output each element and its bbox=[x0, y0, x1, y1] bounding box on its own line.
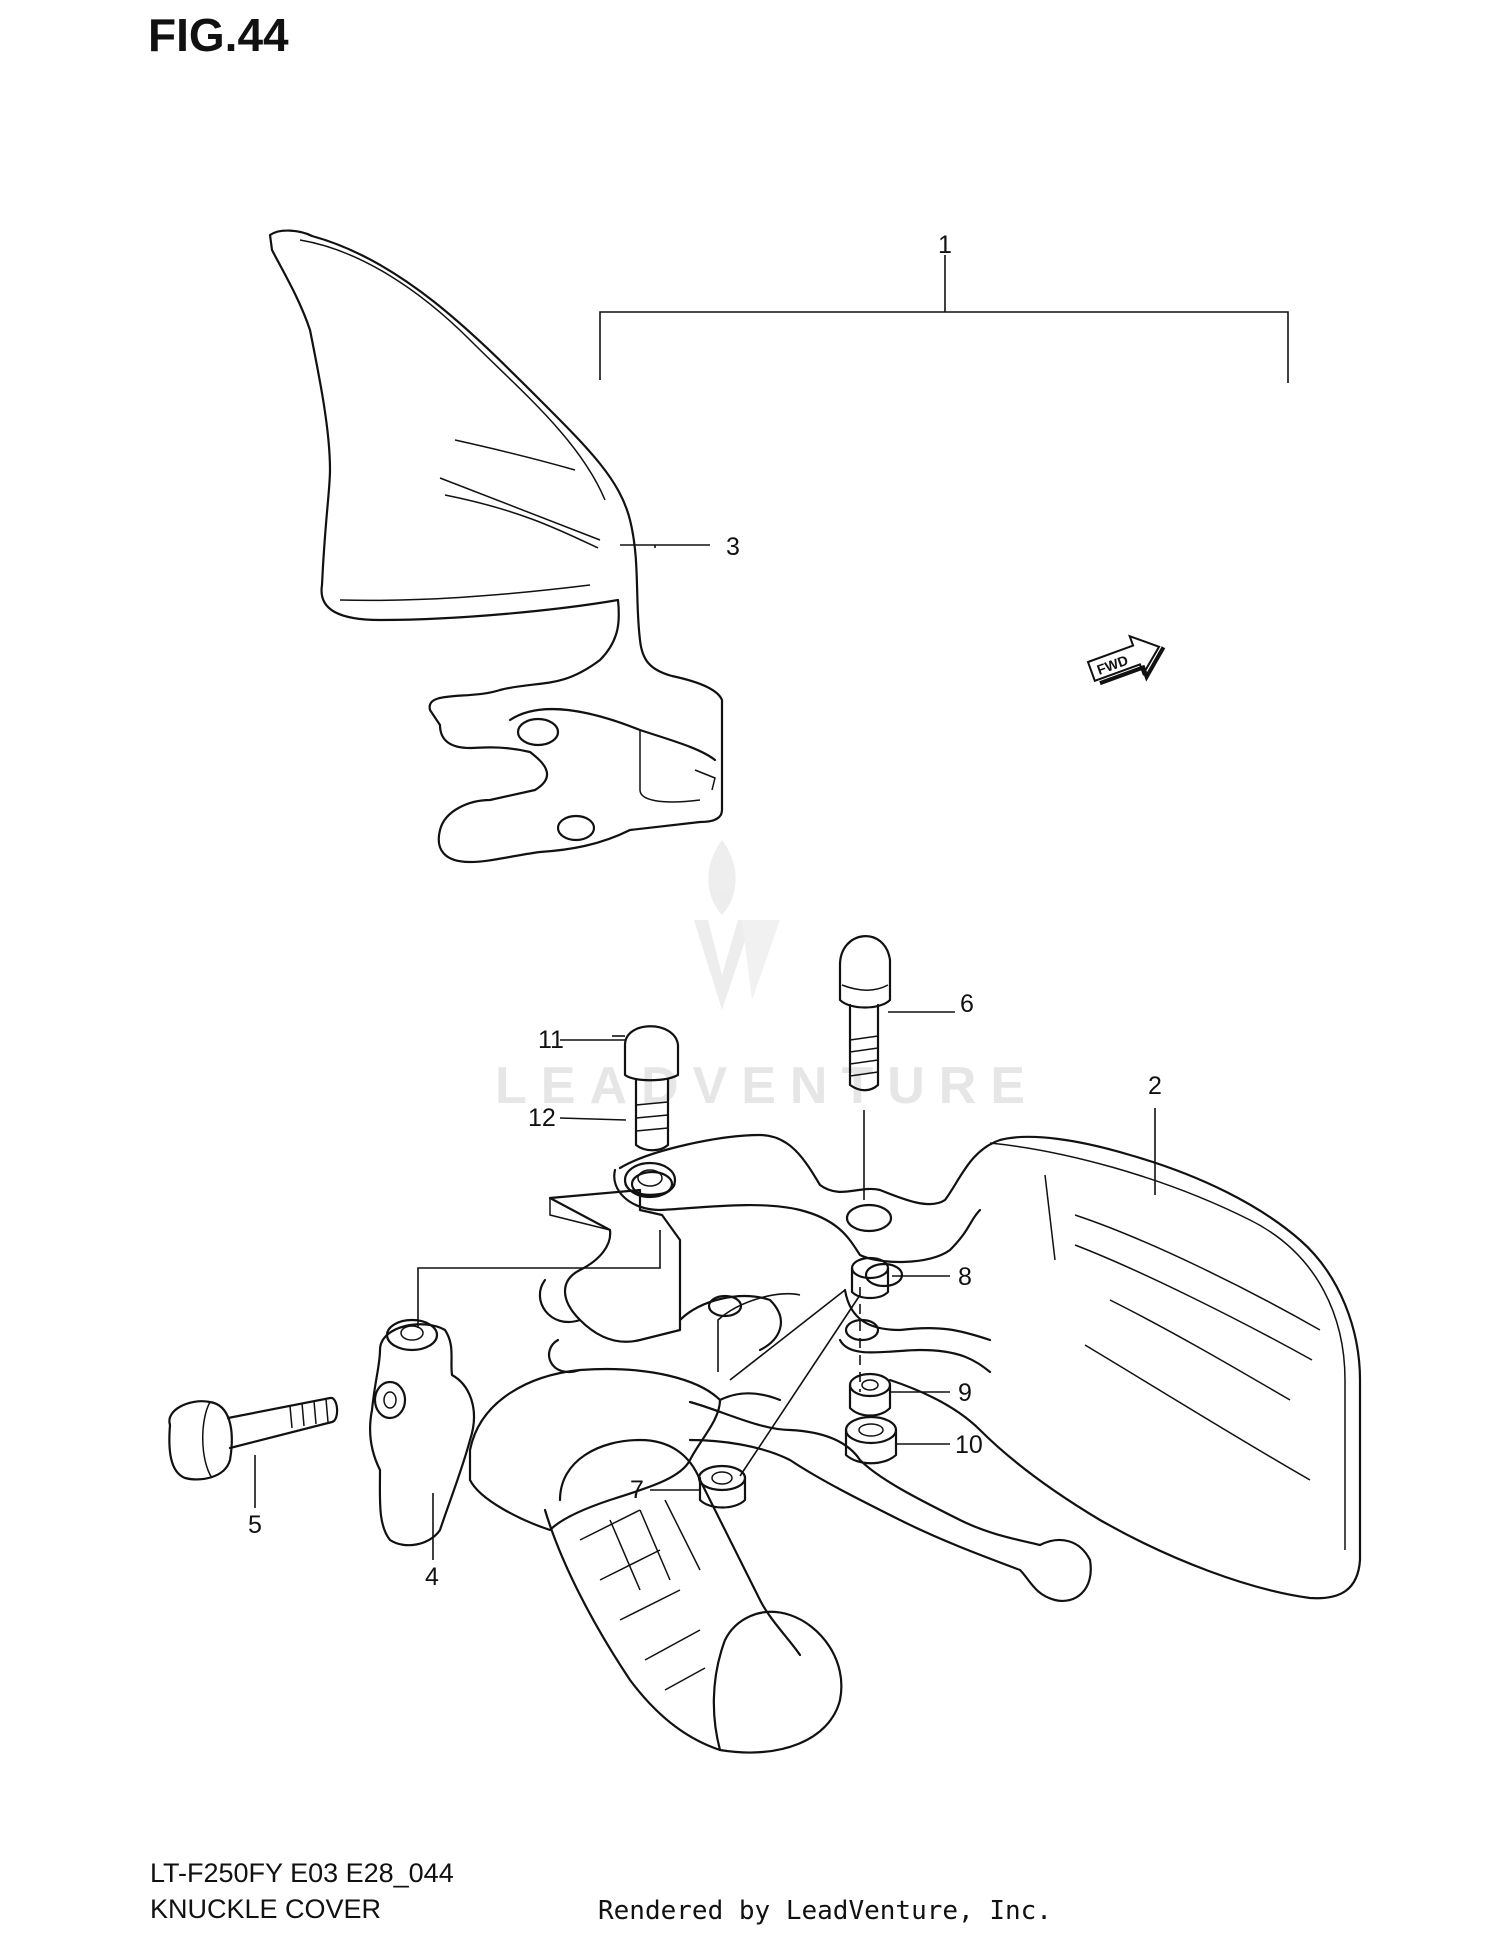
knuckle-cover-left bbox=[268, 229, 724, 864]
callout-5: 5 bbox=[248, 1511, 262, 1539]
callout-8: 8 bbox=[958, 1263, 972, 1291]
callout-7: 7 bbox=[630, 1476, 644, 1504]
callout-4: 4 bbox=[425, 1563, 439, 1591]
bolt-5 bbox=[168, 1396, 339, 1481]
collar-9 bbox=[848, 1256, 892, 1417]
rendered-by: Rendered by LeadVenture, Inc. bbox=[598, 1896, 1052, 1926]
callout-6: 6 bbox=[960, 990, 974, 1018]
leader-lines bbox=[254, 544, 1156, 1560]
grip bbox=[543, 1438, 843, 1754]
callout-1: 1 bbox=[938, 231, 952, 259]
callout-2: 2 bbox=[1148, 1072, 1162, 1100]
knuckle-cover-right bbox=[613, 1133, 1362, 1600]
lever-holder-4 bbox=[369, 1188, 1092, 1603]
callout-11: 11 bbox=[538, 1026, 564, 1054]
nut-10 bbox=[844, 1415, 898, 1465]
assembly-bracket bbox=[599, 255, 1289, 383]
bushing-7 bbox=[697, 1464, 747, 1509]
watermark-text: LEADVENTURE bbox=[495, 1057, 1039, 1115]
model-code: LT-F250FY E03 E28_044 bbox=[150, 1858, 454, 1888]
fwd-arrow-icon: FWD bbox=[1086, 634, 1166, 686]
callout-12: 12 bbox=[528, 1104, 556, 1132]
callout-10: 10 bbox=[955, 1431, 983, 1459]
section-name: KNUCKLE COVER bbox=[150, 1894, 382, 1924]
callout-9: 9 bbox=[958, 1379, 972, 1407]
callout-3: 3 bbox=[726, 533, 740, 561]
bolt-11 bbox=[623, 1025, 680, 1152]
watermark-logo bbox=[694, 840, 780, 1010]
figure-title: FIG.44 bbox=[148, 9, 289, 61]
bolt-6 bbox=[838, 935, 892, 1200]
